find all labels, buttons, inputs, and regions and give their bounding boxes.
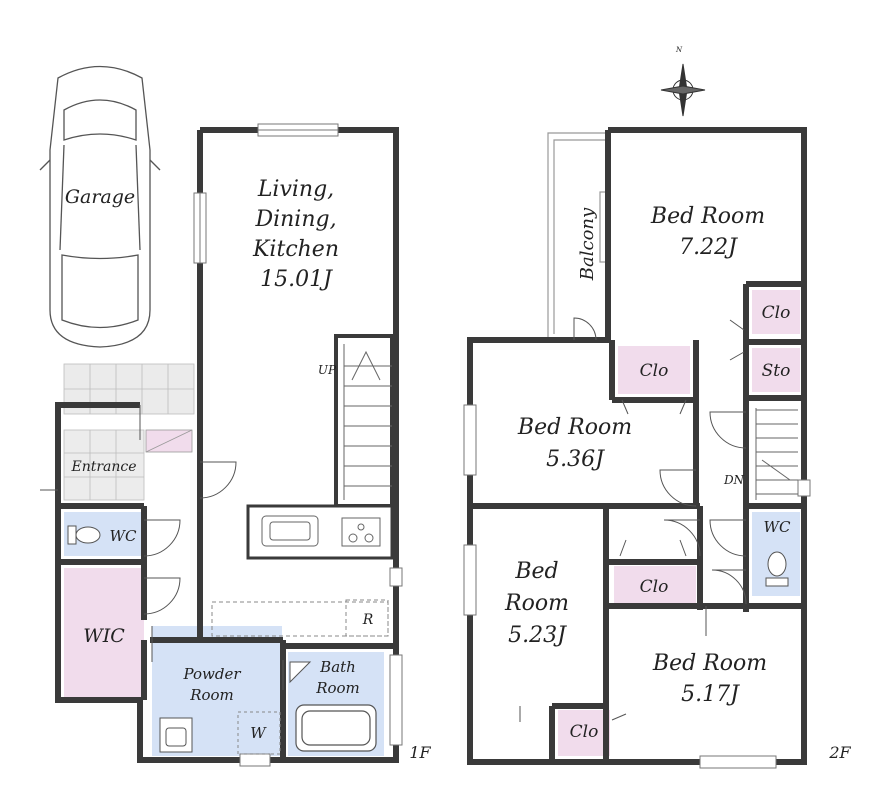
floor-1-label: 1F [409, 743, 431, 762]
toilet-icon-2f [765, 551, 789, 587]
washbasin-icon [159, 717, 193, 753]
walls-2f [467, 127, 807, 765]
bathtub-icon [295, 704, 377, 752]
compass-north-label: N [675, 46, 683, 54]
sto-room [752, 348, 800, 392]
garage-label: Garage [65, 186, 135, 208]
wc-label-2f: WC [764, 518, 791, 536]
doors-1f [40, 405, 284, 690]
clo-room-4 [558, 710, 610, 756]
bed3-label-line2: Room [504, 591, 569, 616]
clo3-label: Clo [640, 577, 669, 597]
clo2-label: Clo [640, 361, 669, 381]
r-label: R [362, 612, 374, 628]
storage-lines [211, 599, 389, 637]
stairs-2f [755, 408, 798, 500]
w-label: W [250, 724, 267, 742]
doors-2f [519, 317, 747, 722]
clo4-label: Clo [570, 722, 599, 742]
up-label: UP [318, 363, 337, 377]
floor-1: Garage [39, 65, 432, 767]
powder-label-line2: Room [189, 686, 234, 704]
powder-label-line1: Powder [182, 665, 241, 683]
ldk-size-label: 15.01J [260, 267, 333, 292]
ldk-label-line2: Dining, [254, 207, 336, 232]
clo1-label: Clo [762, 303, 791, 323]
ldk-label-line1: Living, [257, 177, 334, 202]
bed3-size-label: 5.23J [508, 623, 567, 648]
clo-room-3 [614, 566, 696, 604]
entrance-label: Entrance [70, 459, 136, 475]
bed4-label: Bed Room [652, 651, 767, 676]
floor-2-label: 2F [828, 743, 851, 762]
wc-label-1f: WC [110, 527, 137, 545]
dn-label: DN [723, 473, 745, 487]
balcony-label: Balcony [577, 207, 598, 281]
wic-label: WIC [83, 625, 125, 647]
ldk-label-line3: Kitchen [252, 237, 339, 262]
clo-room-1 [752, 290, 800, 334]
windows-2f [463, 404, 811, 769]
bed2-label: Bed Room [517, 415, 632, 440]
wic-room [64, 568, 144, 698]
kitchen-counter [246, 504, 394, 560]
compass-icon [660, 63, 706, 117]
sink-icon [261, 515, 319, 547]
entrance-floor [63, 429, 145, 501]
washer-area [237, 711, 281, 755]
bath-label-line1: Bath [319, 658, 356, 676]
bed1-label: Bed Room [650, 204, 765, 229]
bed1-size-label: 7.22J [679, 235, 738, 260]
toilet-icon [67, 525, 101, 545]
bed2-size-label: 5.36J [546, 447, 605, 472]
sto-label: Sto [762, 361, 791, 381]
bath-label-line2: Room [315, 679, 360, 697]
bed3-label-line1: Bed [514, 559, 558, 584]
bed4-size-label: 5.17J [681, 682, 740, 707]
floor-2: N Balcony [463, 46, 852, 769]
stairs-1f [334, 334, 394, 508]
stove-icon [341, 517, 381, 547]
clo-room-2 [618, 346, 690, 394]
car-icon [39, 65, 161, 348]
